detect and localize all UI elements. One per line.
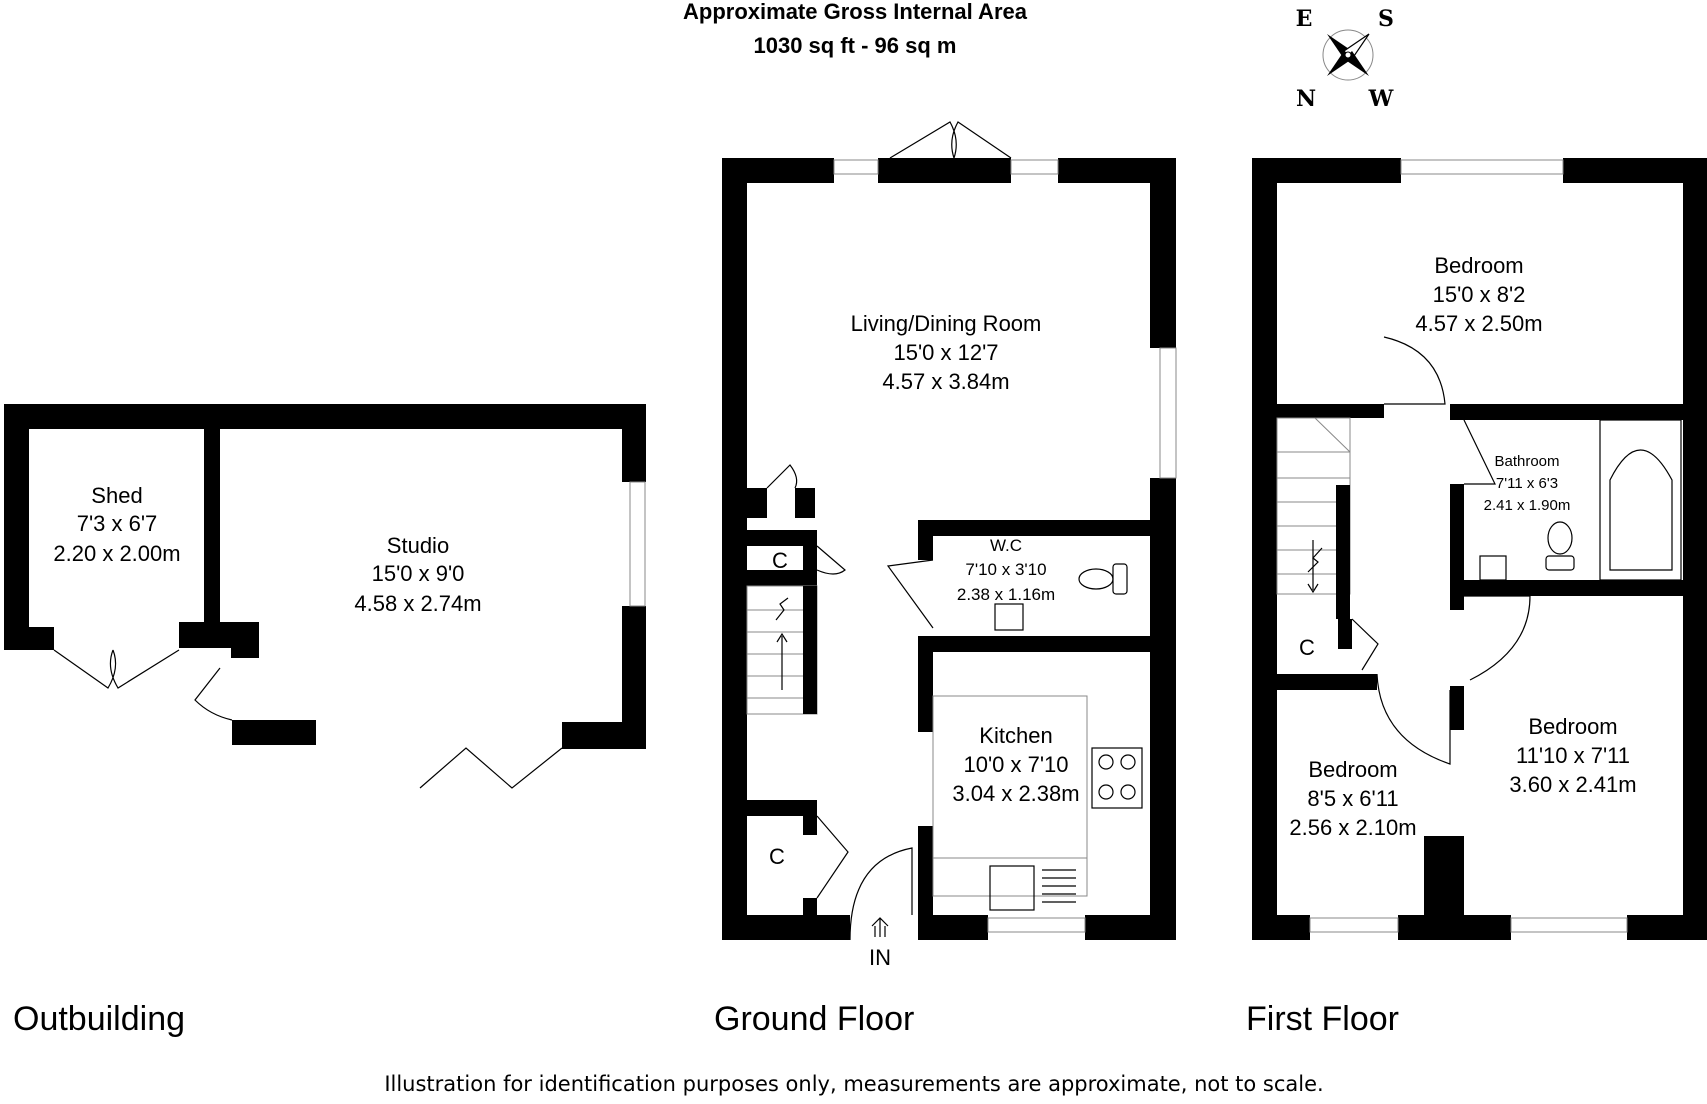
kitchen-name: Kitchen xyxy=(979,723,1052,748)
bedroom-top-metric: 4.57 x 2.50m xyxy=(1415,311,1542,336)
entrance-label: IN xyxy=(869,945,891,970)
living-dining-metric: 4.57 x 3.84m xyxy=(882,369,1009,394)
bathroom-metric: 2.41 x 1.90m xyxy=(1484,497,1571,514)
studio-name: Studio xyxy=(387,533,449,558)
bedroom-left-name: Bedroom xyxy=(1308,757,1397,782)
cupboard-upper-label: C xyxy=(772,548,788,573)
bedroom-right-imperial: 11'10 x 7'11 xyxy=(1516,743,1630,768)
outbuilding-plan xyxy=(4,404,646,789)
studio-metric: 4.58 x 2.74m xyxy=(354,591,481,616)
wc-name: W.C xyxy=(990,536,1022,555)
living-dining-name: Living/Dining Room xyxy=(851,311,1042,336)
bedroom-left-imperial: 8'5 x 6'11 xyxy=(1307,786,1398,811)
bathroom-imperial: 7'11 x 6'3 xyxy=(1496,475,1558,492)
ground-floor-label: Ground Floor xyxy=(714,1000,914,1038)
first-floor-plan xyxy=(1252,158,1707,940)
shed-metric: 2.20 x 2.00m xyxy=(53,541,180,566)
disclaimer-text: Illustration for identification purposes… xyxy=(384,1072,1323,1096)
bathroom-name: Bathroom xyxy=(1494,453,1559,470)
compass-n: N xyxy=(1296,86,1316,112)
compass-s: S xyxy=(1378,6,1394,32)
first-floor-label: First Floor xyxy=(1246,1000,1399,1038)
ground-floor-plan xyxy=(722,121,1177,941)
bedroom-left-metric: 2.56 x 2.10m xyxy=(1289,815,1416,840)
area-value: 1030 sq ft - 96 sq m xyxy=(754,33,957,58)
bedroom-right-metric: 3.60 x 2.41m xyxy=(1509,772,1636,797)
bedroom-top-name: Bedroom xyxy=(1434,253,1523,278)
cupboard-first-label: C xyxy=(1299,635,1315,660)
compass-e: E xyxy=(1296,6,1313,32)
compass-icon: E S N W xyxy=(1296,6,1394,112)
shed-imperial: 7'3 x 6'7 xyxy=(77,511,158,536)
studio-imperial: 15'0 x 9'0 xyxy=(372,561,465,586)
kitchen-metric: 3.04 x 2.38m xyxy=(952,781,1079,806)
bedroom-top-imperial: 15'0 x 8'2 xyxy=(1433,282,1526,307)
shed-name: Shed xyxy=(91,483,142,508)
kitchen-imperial: 10'0 x 7'10 xyxy=(963,752,1068,777)
area-title: Approximate Gross Internal Area xyxy=(683,0,1028,24)
bedroom-right-name: Bedroom xyxy=(1528,714,1617,739)
outbuilding-label: Outbuilding xyxy=(13,1000,185,1038)
wc-imperial: 7'10 x 3'10 xyxy=(965,560,1046,579)
living-dining-imperial: 15'0 x 12'7 xyxy=(893,340,998,365)
wc-metric: 2.38 x 1.16m xyxy=(957,585,1055,604)
compass-w: W xyxy=(1368,86,1394,112)
cupboard-lower-label: C xyxy=(769,844,785,869)
